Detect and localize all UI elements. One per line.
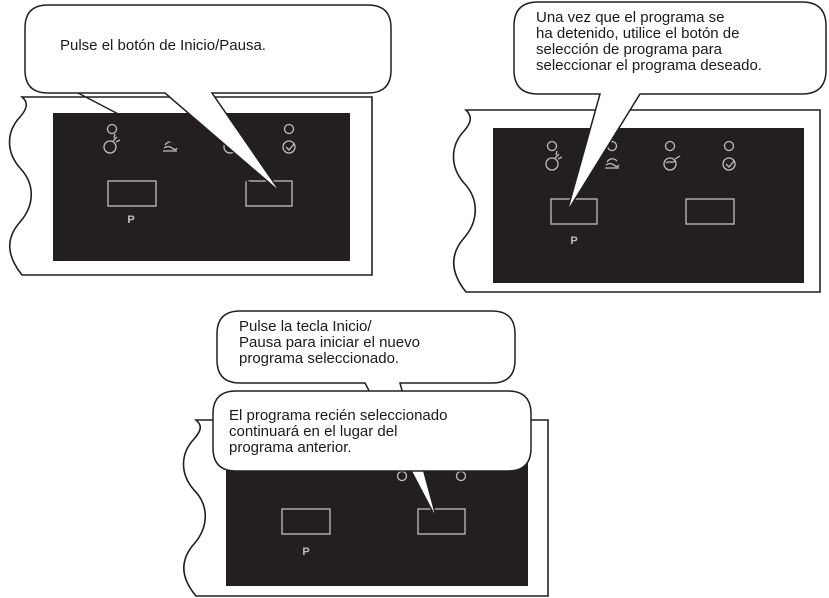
- cotton-wash-icon: [545, 150, 563, 171]
- quick-wash-icon: [722, 157, 736, 171]
- start-pause-button[interactable]: [685, 198, 735, 225]
- callout-pointer: [77, 92, 271, 194]
- indicator-light: [106, 123, 118, 135]
- start-pause-button[interactable]: [417, 508, 466, 535]
- program-button-label: P: [570, 235, 577, 247]
- indicator-light: [546, 140, 558, 152]
- panel-1: P: [8, 4, 392, 276]
- control-panel: [493, 128, 804, 283]
- callout-text-select-program: Una vez que el programa se ha detenido, …: [536, 9, 762, 74]
- callout-bubble: [212, 390, 532, 472]
- program-button[interactable]: [107, 180, 157, 207]
- control-panel: [53, 113, 350, 261]
- panel-2: P: [452, 1, 827, 293]
- program-button-label: P: [302, 546, 309, 558]
- callout-text-start-new-program: Pulse la tecla Inicio/ Pausa para inicia…: [239, 318, 420, 367]
- indicator-light: [664, 140, 676, 152]
- callout-bubble: [513, 1, 827, 213]
- wool-wash-icon: [605, 158, 620, 169]
- callout-text-start-pause: Pulse el botón de Inicio/Pausa.: [60, 37, 266, 54]
- indicator-light: [723, 140, 735, 152]
- program-button[interactable]: [281, 508, 331, 535]
- callout-bubble: [24, 4, 392, 194]
- synthetic-wash-icon: [663, 155, 681, 171]
- program-button-label: P: [127, 214, 134, 226]
- quick-wash-icon: [282, 140, 296, 154]
- indicator-light: [283, 123, 295, 135]
- callout-text-program-continues: El programa recién seleccionado continua…: [229, 407, 448, 456]
- panel-3: P: [182, 310, 549, 597]
- cotton-wash-icon: [103, 133, 121, 154]
